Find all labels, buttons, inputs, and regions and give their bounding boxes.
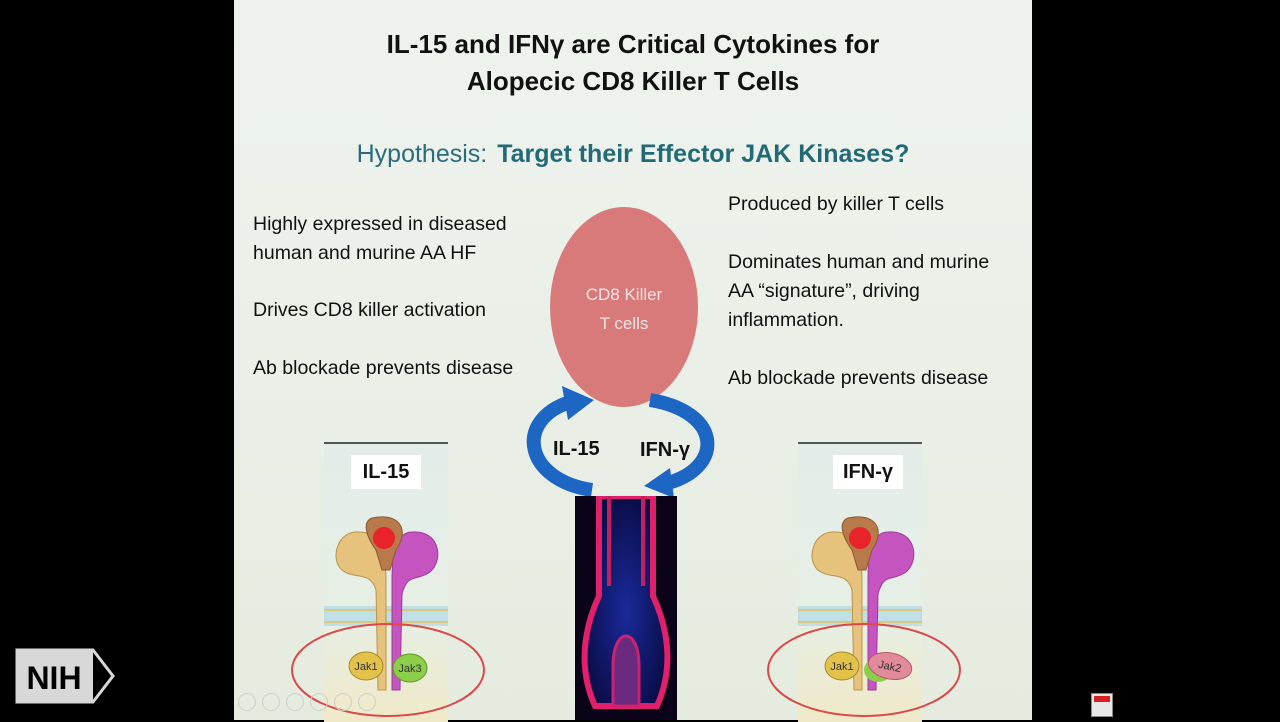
hypothesis-heading: Hypothesis: Target their Effector JAK Kin… (234, 140, 1032, 169)
jak3-label: Jak3 (398, 663, 421, 675)
cytokine-label-ifng: IFN-γ (640, 439, 690, 461)
jak1-blob (348, 651, 384, 681)
title-line-2: Alopecic CD8 Killer T Cells (466, 66, 800, 96)
follicle-micrograph (581, 496, 671, 709)
cytokine-label-il15: IL-15 (553, 438, 600, 460)
title-line-1: IL-15 and IFNγ are Critical Cytokines fo… (386, 29, 880, 59)
left-point-1: Highly expressed in diseased human and m… (253, 213, 507, 264)
hair-follicle-image (575, 496, 677, 720)
slide-menu-control[interactable] (310, 693, 328, 711)
nih-logo-text: NIH (26, 660, 81, 696)
il15-receptor-diagram: Jak1 Jak3 (291, 516, 485, 717)
jak1-label: Jak1 (830, 661, 853, 673)
left-point-3: Ab blockade prevents disease (253, 357, 514, 379)
highlight-circle (767, 623, 961, 717)
jak2-blob (867, 651, 913, 681)
right-point-2: Dominates human and murine AA “signature… (728, 251, 990, 331)
more-options-control[interactable] (358, 693, 376, 711)
cell-label-line-1: CD8 Killer (585, 285, 663, 304)
cytokine-arrows (526, 386, 715, 498)
slide-title: IL-15 and IFNγ are Critical Cytokines fo… (234, 26, 1032, 100)
document-icon[interactable] (1091, 693, 1113, 717)
left-arrowhead (562, 386, 594, 420)
hypothesis-label: Hypothesis: (356, 140, 488, 168)
cytokine-ligand (373, 527, 395, 549)
cytokine-ligand (849, 527, 871, 549)
highlight-circle (291, 623, 485, 717)
cell-label-line-2: T cells (599, 314, 649, 333)
next-slide-control[interactable] (262, 693, 280, 711)
right-arrowhead (644, 468, 674, 498)
right-curved-arrow (648, 393, 715, 491)
jak1-label: Jak1 (354, 661, 377, 673)
pen-tool-control[interactable] (286, 693, 304, 711)
il15-panel-label: IL-15 (351, 455, 421, 489)
presentation-slide: IL-15 and IFNγ are Critical Cytokines fo… (234, 0, 1032, 722)
jak2-label: Jak2 (877, 659, 902, 676)
zoom-control[interactable] (334, 693, 352, 711)
left-point-2: Drives CD8 killer activation (253, 299, 486, 321)
prev-slide-control[interactable] (238, 693, 256, 711)
left-curved-arrow (526, 395, 594, 497)
ifng-panel-label: IFN-γ (833, 455, 903, 489)
cd8-cell-label: CD8 Killer T cells (550, 280, 698, 338)
jak3-blob (392, 653, 428, 683)
panel-top-line (324, 442, 448, 444)
right-point-3: Ab blockade prevents disease (728, 367, 989, 389)
nih-logo: NIH (15, 648, 115, 704)
panel-top-line (798, 442, 922, 444)
cd8-cell-oval (550, 207, 698, 407)
jak1-blob (824, 651, 860, 681)
ifng-receptor-diagram: Jak1 Jak2 (767, 516, 961, 717)
hypothesis-text: Target their Effector JAK Kinases? (497, 140, 910, 168)
right-point-1: Produced by killer T cells (728, 193, 945, 215)
